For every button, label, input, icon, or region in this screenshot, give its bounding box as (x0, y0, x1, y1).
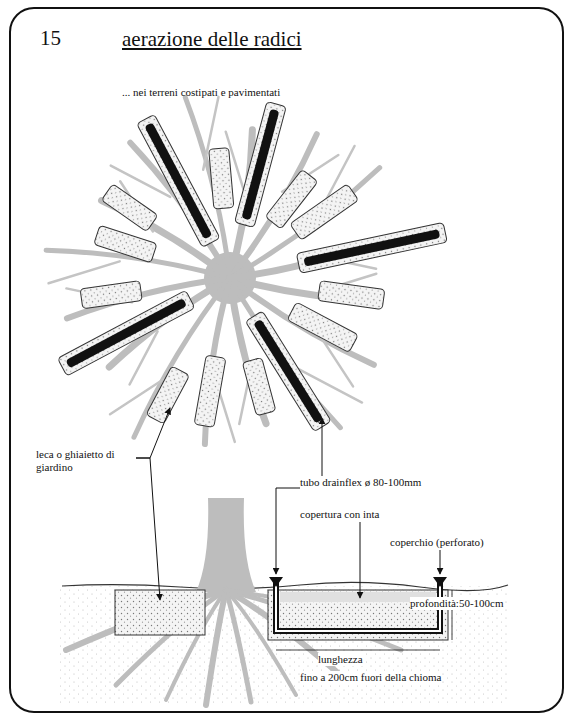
annotation: profondità:50-100cm (410, 597, 503, 610)
gravel-trench (290, 184, 359, 241)
gravel-trench (94, 225, 157, 263)
leader (360, 522, 361, 598)
dimension-line (276, 650, 440, 651)
leader (276, 488, 298, 574)
gravel-trench (146, 366, 189, 424)
drain-pipe (303, 229, 440, 266)
gravel-trench (242, 358, 276, 416)
trench (287, 302, 358, 353)
soil (60, 586, 510, 704)
trench (101, 184, 158, 232)
annotation: coperchio (perforato) (390, 536, 484, 549)
annotation: lunghezza (318, 653, 363, 666)
annotation: leca o ghiaietto di giardino (36, 448, 136, 474)
trench (146, 366, 189, 424)
gravel-trench (318, 281, 385, 310)
annotation: ... nei terreni costipati e pavimentati (122, 86, 280, 99)
root (206, 590, 226, 705)
root (66, 590, 226, 650)
drain-pipe (144, 122, 212, 239)
trench (290, 184, 359, 241)
trench (318, 281, 385, 310)
root-system-top (46, 97, 380, 444)
frame (10, 8, 563, 712)
gravel-trench (287, 302, 358, 353)
trench (80, 281, 142, 309)
cap (433, 577, 447, 587)
gravel-trench (296, 222, 447, 273)
leader (440, 550, 441, 574)
title: aerazione delle radici (122, 27, 302, 52)
leader (118, 458, 160, 600)
root (49, 261, 120, 283)
drain-pipe (65, 298, 187, 368)
trench (242, 358, 276, 416)
trenches (58, 102, 448, 432)
gravel-trench (101, 184, 158, 232)
trench (194, 355, 226, 427)
annotation: tubo drainflex ø 80-100mm (300, 476, 421, 489)
trench (94, 225, 157, 263)
gravel-trench (209, 148, 234, 210)
gravel-trench (194, 355, 226, 427)
trunk (196, 498, 256, 592)
drain-pipe (241, 109, 279, 220)
figure-number: 15 (40, 26, 61, 51)
trench (296, 222, 447, 273)
gravel-trench (80, 281, 142, 309)
cap (269, 577, 283, 587)
annotation: fino a 200cm fuori della chioma (300, 671, 441, 684)
trench (209, 148, 234, 210)
annotation: copertura con inta (300, 508, 379, 521)
